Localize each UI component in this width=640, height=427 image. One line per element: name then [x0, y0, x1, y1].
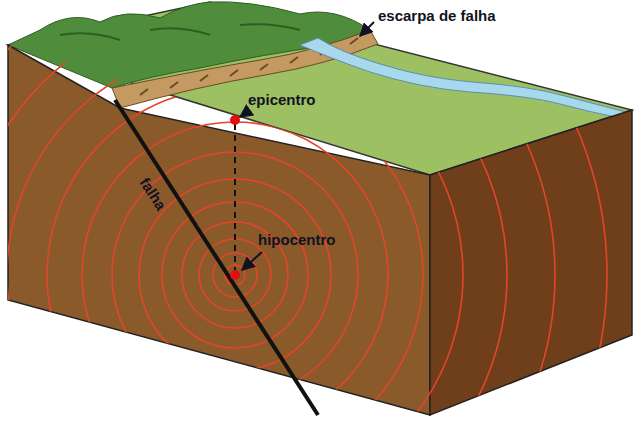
seismic-waves [0, 0, 607, 427]
hill-shading [60, 24, 300, 40]
river [300, 38, 626, 118]
fault-scarp [112, 30, 378, 108]
scarp-label: escarpa de falha [378, 8, 496, 25]
leader-arrow [240, 110, 250, 117]
leader-arrow [242, 252, 262, 270]
hypocentre-label: hipocentro [258, 232, 336, 249]
fault-line [115, 100, 318, 415]
hypocentre-dot [230, 270, 240, 280]
focal-depth-line [234, 124, 236, 270]
epicentre-label: epicentro [248, 92, 316, 109]
front-face [8, 45, 430, 415]
leader-arrow [360, 22, 374, 36]
epicentre-dot [230, 115, 240, 125]
right-face [430, 110, 632, 415]
